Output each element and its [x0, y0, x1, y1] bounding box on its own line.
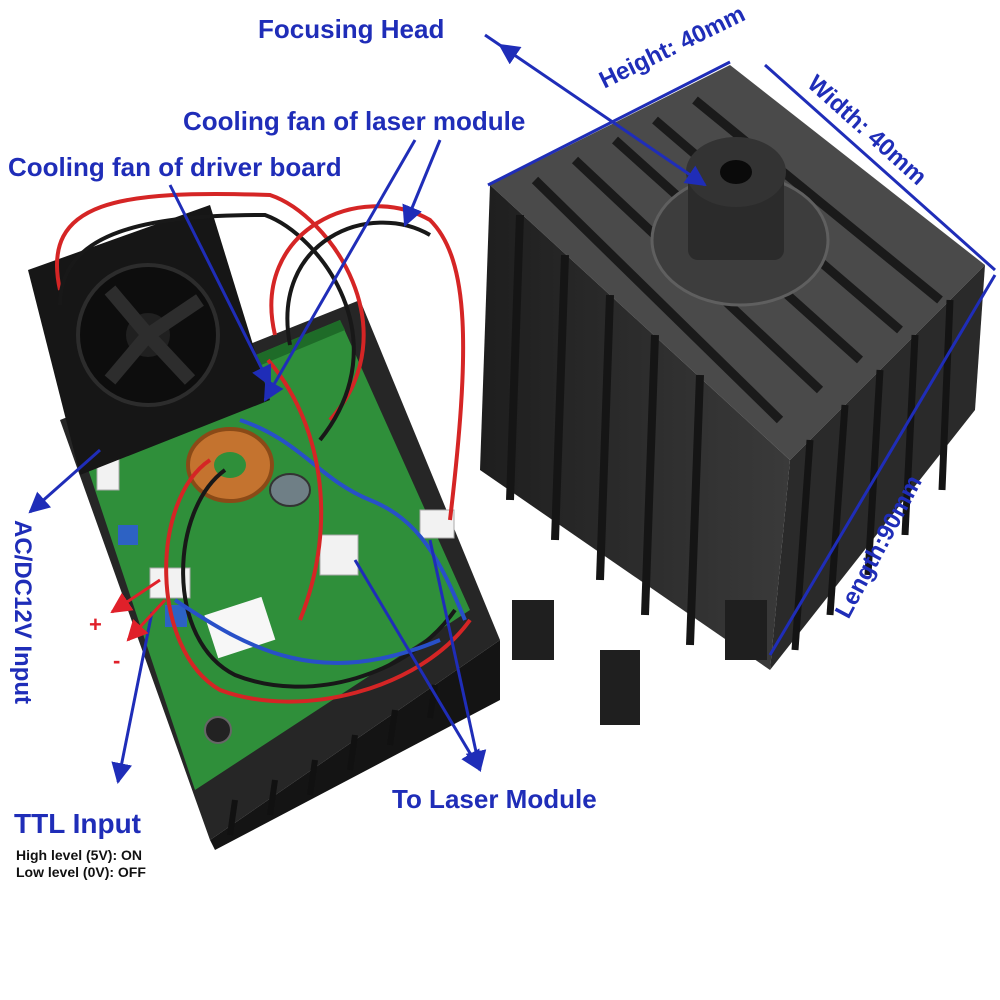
label-ttl-input: TTL Input: [14, 808, 141, 839]
module-foot: [725, 600, 767, 660]
label-to-laser-module: To Laser Module: [392, 784, 597, 814]
wires: [54, 191, 472, 704]
label-plus: +: [89, 612, 102, 637]
potentiometer: [118, 525, 138, 545]
label-acdc-input: AC/DC12V Input: [9, 520, 36, 705]
arrow-focusing-head: [484, 33, 707, 187]
arrow-cooling-fan-driver: [168, 184, 272, 387]
arrow-cooling-fan-laser-up: [402, 139, 442, 227]
capacitor: [269, 473, 311, 507]
connector: [419, 509, 455, 539]
label-cooling-fan-driver: Cooling fan of driver board: [8, 152, 342, 182]
label-cooling-fan-laser: Cooling fan of laser module: [183, 106, 526, 136]
label-high-level: High level (5V): ON: [16, 847, 143, 863]
module-foot: [600, 650, 640, 725]
dimension-height: [487, 60, 731, 187]
laser-module-heatsink: [480, 65, 985, 725]
arrow-acdc-input: [28, 448, 101, 514]
screw: [204, 716, 232, 744]
driver-cooling-fan: [28, 205, 270, 475]
label-focusing-head: Focusing Head: [258, 14, 445, 44]
module-foot: [512, 600, 554, 660]
connector: [319, 534, 359, 576]
arrow-to-laser-module-a: [353, 559, 482, 772]
label-minus: -: [113, 648, 121, 673]
dimension-length: [768, 274, 997, 656]
arrow-cooling-fan-laser: [263, 139, 417, 402]
arrow-to-laser-module-b: [428, 539, 487, 773]
polarity-arrows: [110, 578, 167, 642]
minus-arrow: [126, 598, 167, 642]
dimension-width: [764, 63, 996, 272]
arrow-ttl-input: [111, 611, 154, 785]
plus-arrow: [110, 578, 161, 614]
label-low-level: Low level (0V): OFF: [16, 864, 146, 880]
